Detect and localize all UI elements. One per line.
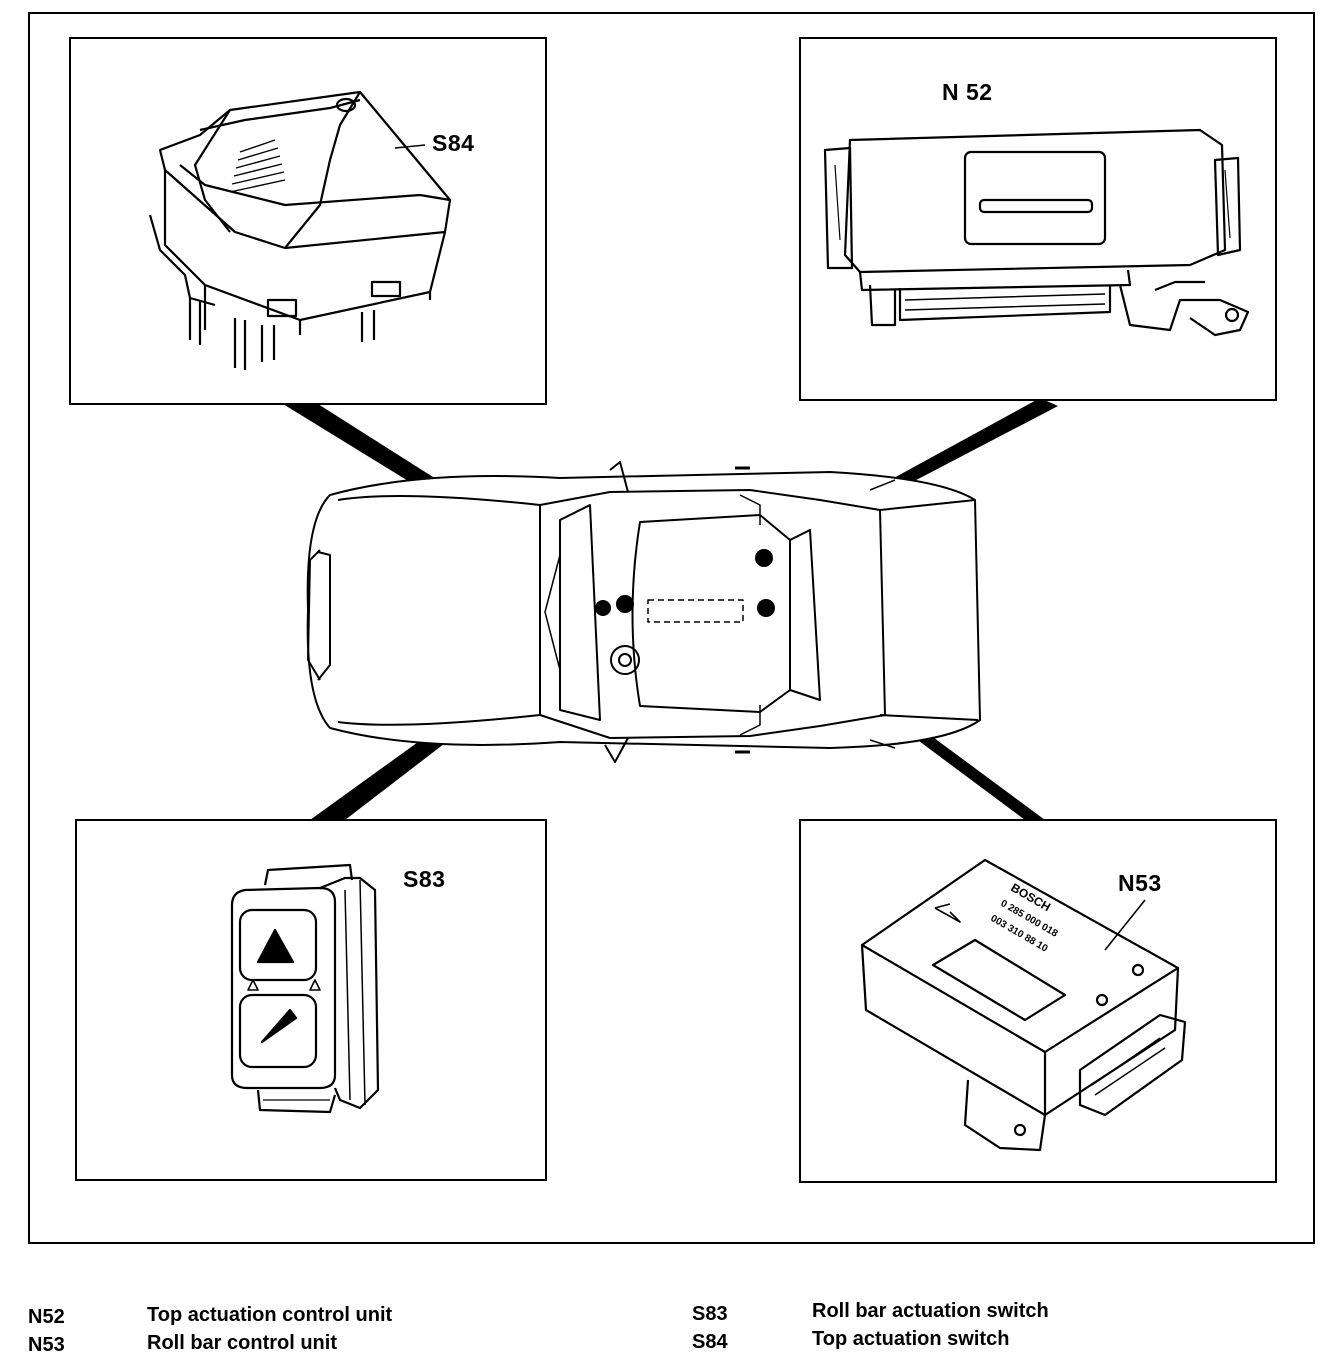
vehicle-top-view xyxy=(306,461,981,763)
diagram-frame xyxy=(28,12,1315,1244)
legend-desc-s84: Top actuation switch xyxy=(812,1328,1010,1350)
callout-n52: N 52 xyxy=(942,79,993,105)
marker-n53 xyxy=(757,599,775,617)
callout-n53: N53 xyxy=(1118,870,1162,896)
n53-control-unit-drawing xyxy=(860,858,1187,1152)
s84-switch-drawing xyxy=(148,90,452,370)
legend-desc-s83: Roll bar actuation switch xyxy=(812,1300,1049,1322)
location-markers xyxy=(595,549,775,617)
n52-control-unit-drawing xyxy=(823,128,1250,337)
callout-s83: S83 xyxy=(403,866,446,892)
legend-code-s83: S83 xyxy=(692,1303,728,1325)
legend-code-s84: S84 xyxy=(692,1331,728,1353)
legend-desc-n52: Top actuation control unit xyxy=(147,1304,393,1326)
marker-n52 xyxy=(755,549,773,567)
legend-code-n52: N52 xyxy=(28,1306,65,1328)
callout-s84: S84 xyxy=(432,130,475,156)
marker-s84 xyxy=(616,595,634,613)
marker-s83 xyxy=(595,600,611,616)
s83-switch-drawing xyxy=(230,863,380,1114)
legend-desc-n53: Roll bar control unit xyxy=(147,1332,337,1354)
legend-code-n53: N53 xyxy=(28,1334,65,1356)
